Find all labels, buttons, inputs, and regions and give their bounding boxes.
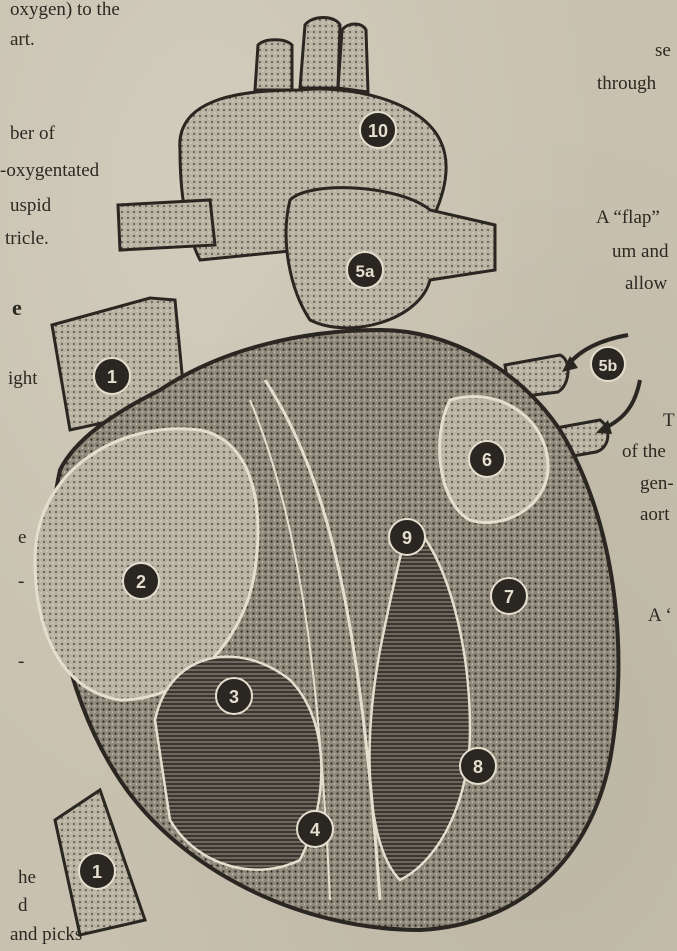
svg-text:5a: 5a — [356, 262, 375, 281]
svg-text:10: 10 — [368, 121, 388, 141]
svg-text:4: 4 — [310, 820, 320, 840]
aorta-branch-1 — [255, 40, 292, 90]
pulmonary-artery — [286, 188, 495, 328]
svg-text:9: 9 — [402, 528, 412, 548]
svg-text:1: 1 — [92, 862, 102, 882]
svg-text:3: 3 — [229, 687, 239, 707]
svg-text:7: 7 — [504, 587, 514, 607]
badge-10: 10 — [360, 112, 396, 148]
badge-5b: 5b — [591, 347, 625, 381]
badge-5a: 5a — [347, 252, 383, 288]
aorta-branch-3 — [338, 24, 368, 92]
badge-2: 2 — [123, 563, 159, 599]
badge-4: 4 — [297, 811, 333, 847]
pulmonary-branch-left — [118, 200, 215, 250]
svg-text:8: 8 — [473, 757, 483, 777]
badge-1-bottom: 1 — [79, 853, 115, 889]
svg-text:2: 2 — [136, 572, 146, 592]
badge-1-top: 1 — [94, 358, 130, 394]
badge-6: 6 — [469, 441, 505, 477]
arrow-lower — [605, 380, 640, 428]
aorta-branch-2 — [300, 18, 340, 89]
svg-text:1: 1 — [107, 367, 117, 387]
badge-8: 8 — [460, 748, 496, 784]
badge-9: 9 — [389, 519, 425, 555]
badge-3: 3 — [216, 678, 252, 714]
svg-text:5b: 5b — [599, 358, 618, 375]
svg-text:6: 6 — [482, 450, 492, 470]
badge-7: 7 — [491, 578, 527, 614]
